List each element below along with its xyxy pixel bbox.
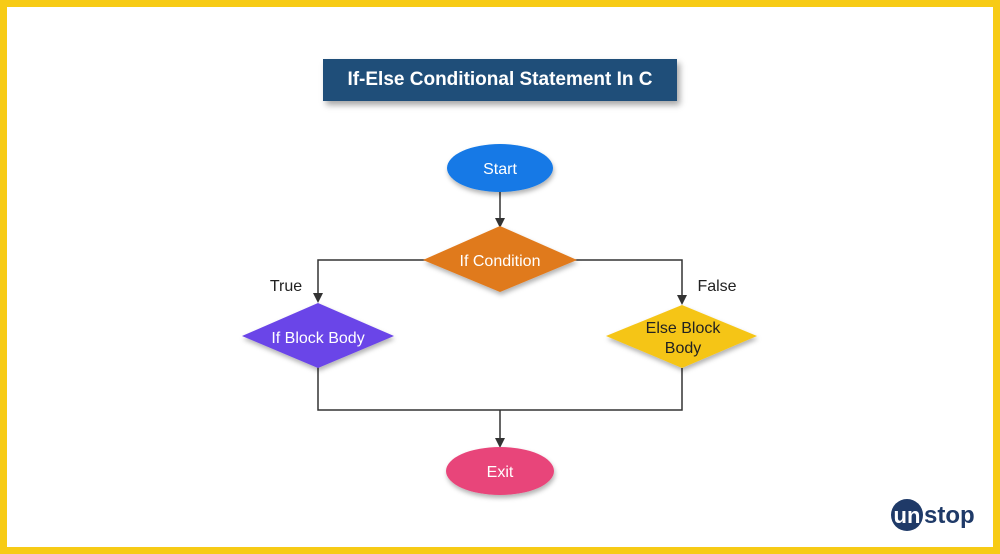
edge-if-to-merge <box>317 366 683 411</box>
start-node: Start <box>447 144 553 192</box>
unstop-logo: un stop <box>891 499 975 531</box>
logo-text-first: un <box>894 503 921 528</box>
condition-diamond <box>423 226 577 292</box>
exit-label: Exit <box>487 464 514 481</box>
logo-text-rest: stop <box>924 502 975 529</box>
edge-false-branch <box>575 259 687 305</box>
start-ellipse <box>447 144 553 192</box>
exit-ellipse <box>446 447 554 495</box>
if-block-diamond <box>242 303 394 368</box>
if-block-label: If Block Body <box>271 330 364 347</box>
true-label: True <box>270 278 302 295</box>
else-block-node: Else Block Body <box>606 305 757 368</box>
connectors <box>313 192 687 448</box>
edge-true-branch <box>313 259 427 303</box>
diagram-title: If-Else Conditional Statement In C <box>323 59 677 101</box>
else-block-label-line2: Body <box>665 340 701 357</box>
else-block-label-line1: Else Block <box>646 320 722 337</box>
else-block-diamond <box>606 305 757 368</box>
logo-circle-icon <box>891 499 923 531</box>
false-label: False <box>697 278 736 295</box>
if-block-node: If Block Body <box>242 303 394 368</box>
start-label: Start <box>483 161 517 178</box>
condition-label: If Condition <box>460 253 541 270</box>
exit-node: Exit <box>446 447 554 495</box>
condition-node: If Condition <box>423 226 577 292</box>
